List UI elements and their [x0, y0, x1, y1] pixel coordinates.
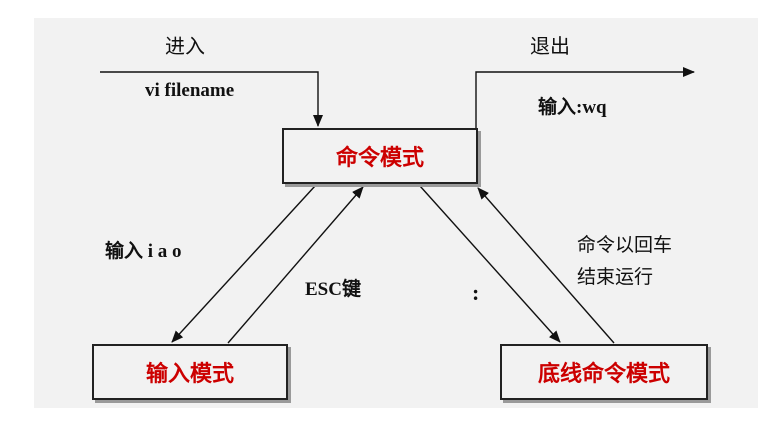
- run-note-line2: 结束运行: [577, 266, 654, 288]
- insert-keys-label: 输入 i a o: [105, 241, 182, 262]
- exit-label: 退出: [530, 34, 570, 58]
- colon-label: :: [472, 280, 480, 305]
- cmd-to-insert-arrow: [171, 185, 316, 343]
- wq-command-label: 输入:wq: [538, 97, 607, 118]
- lastline-mode-label: 底线命令模式: [537, 362, 670, 387]
- enter-label: 进入: [165, 34, 205, 58]
- insert-mode-box: 输入模式: [92, 344, 288, 400]
- lastline-to-cmd-arrow: [477, 187, 615, 344]
- command-mode-box: 命令模式: [282, 128, 478, 184]
- vi-command-label: vi filename: [145, 80, 235, 101]
- command-mode-label: 命令模式: [335, 146, 424, 171]
- esc-key-label: ESC键: [305, 279, 361, 300]
- enter-arrow: [100, 71, 323, 127]
- diagram-panel: [34, 18, 758, 408]
- exit-arrow: [475, 67, 695, 128]
- cmd-to-lastline-arrow: [419, 185, 561, 343]
- insert-mode-label: 输入模式: [145, 362, 234, 387]
- lastline-mode-box: 底线命令模式: [500, 344, 708, 400]
- insert-to-cmd-arrow: [227, 186, 364, 344]
- run-note-line1: 命令以回车: [577, 234, 673, 256]
